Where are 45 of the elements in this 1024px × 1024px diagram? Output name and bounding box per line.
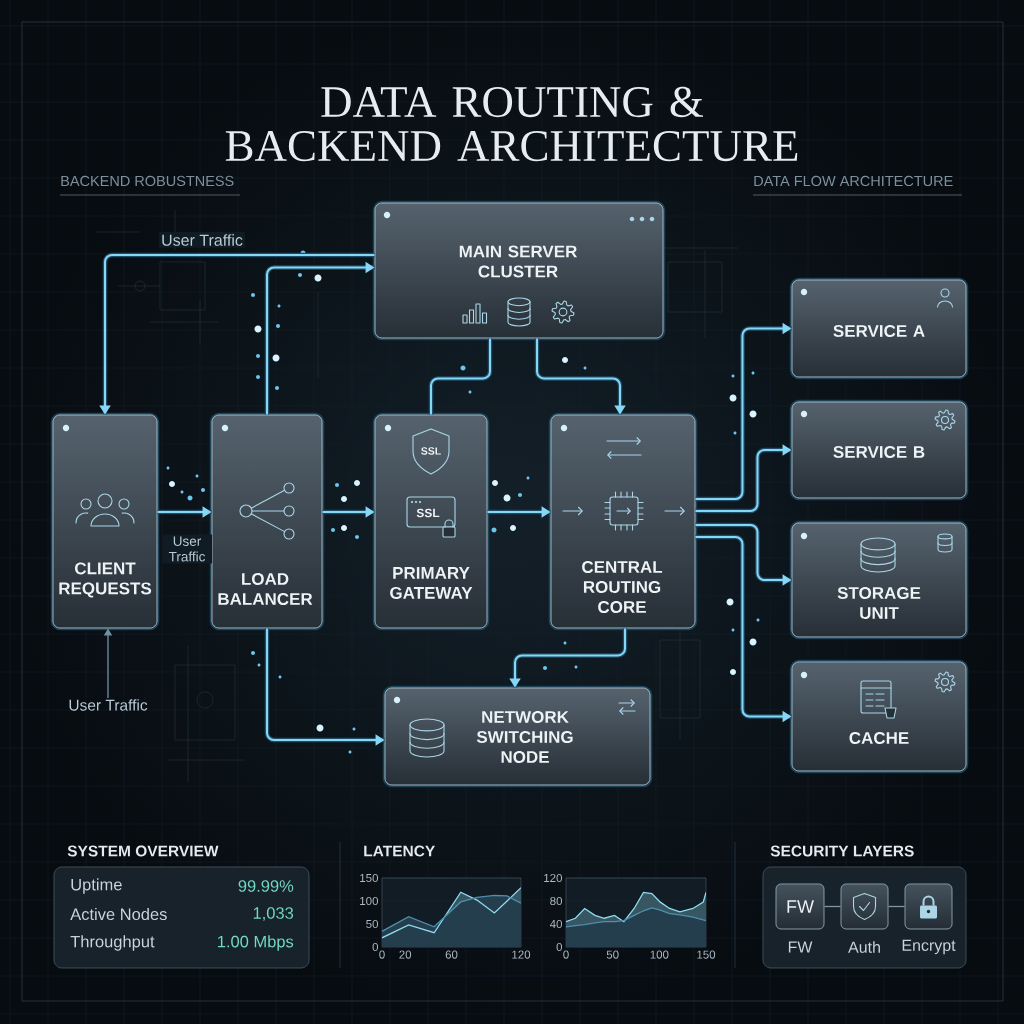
node-label: Auth [848, 941, 880, 953]
y-tick-label: 0 [556, 942, 563, 952]
panel-heading: SYSTEM OVERVIEW [67, 845, 219, 857]
y-tick-label: 40 [549, 919, 563, 929]
process-box: NETWORK SWITCHING NODE [382, 685, 653, 788]
y-tick-label: 80 [550, 896, 563, 906]
y-tick-label: 150 [360, 873, 379, 883]
y-tick-label: 0 [372, 942, 379, 952]
section-heading: LATENCY [364, 845, 435, 857]
process-box: CENTRAL ROUTING CORE [548, 412, 698, 631]
stat-value: 1,033 [253, 907, 294, 921]
ssl-shield: SSL [412, 428, 450, 475]
x-tick-label: 50 [606, 950, 619, 959]
stat-label: Uptime [71, 878, 122, 894]
stat-value: 1.00 Mbps [218, 935, 294, 951]
section-label: DATA FLOW ARCHITECTURE [754, 175, 953, 187]
panel-heading: SECURITY LAYERS [770, 845, 914, 857]
stat-value: 99.99% [238, 880, 294, 892]
node-label: Encrypt [902, 939, 956, 955]
process-box: LOAD BALANCER [209, 412, 325, 631]
title: DATA ROUTING & BACKEND ARCHITECTURE [225, 86, 798, 162]
x-tick-label: 60 [445, 950, 458, 959]
x-tick-label: 20 [399, 950, 412, 959]
process-box: CACHE [789, 659, 969, 774]
x-tick-label: 150 [697, 950, 716, 959]
process-box: SERVICE A [789, 277, 969, 380]
y-tick-label: 100 [360, 896, 379, 906]
layer-box: FW [775, 883, 825, 930]
stat-label: Active Nodes [70, 907, 167, 921]
x-tick-label: 0 [379, 950, 385, 959]
section-label: BACKEND ROBUSTNESS [61, 175, 234, 187]
process-box: MAIN SERVER CLUSTER [372, 200, 666, 341]
ssl-window: SSL [406, 496, 456, 538]
node-label: FW [788, 941, 813, 953]
y-tick-label: 50 [366, 919, 379, 929]
process-box: CLIENT REQUESTS [50, 412, 160, 631]
x-tick-label: 100 [650, 950, 669, 959]
y-tick-label: 120 [544, 873, 563, 883]
edge-label: User Traffic [162, 534, 212, 564]
x-tick-label: 120 [512, 950, 531, 959]
stat-label: Throughput [70, 935, 155, 951]
x-tick-label: 0 [563, 950, 569, 959]
edge-label: User Traffic [159, 232, 245, 248]
process-box: SERVICE B [789, 399, 969, 501]
process-box: STORAGE UNIT [789, 520, 969, 640]
